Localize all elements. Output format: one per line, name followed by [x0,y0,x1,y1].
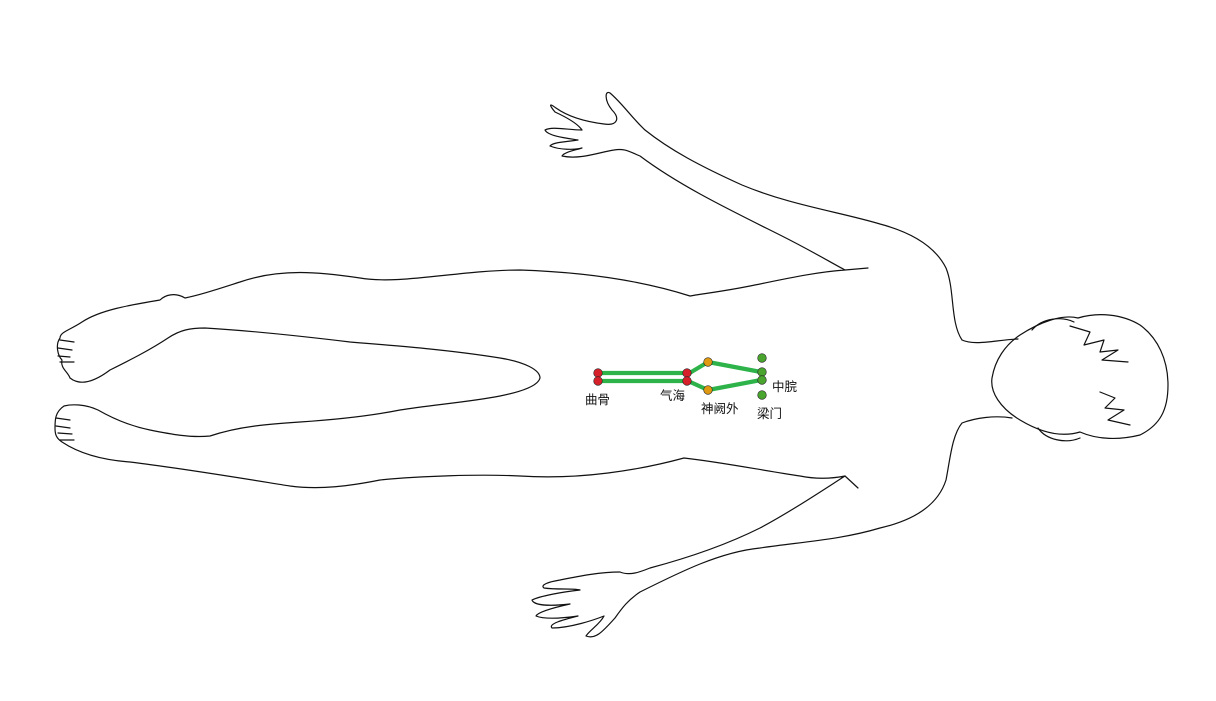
qugu-point[interactable] [593,376,603,386]
liangmen-label: 梁门 [757,406,782,421]
zhongwan-point[interactable] [757,375,767,385]
acupoint-labels: 曲骨 气海 神阙外 中脘 梁门 [585,379,798,421]
head-outline [991,314,1169,439]
toes-outline [55,339,75,441]
liangmen-point[interactable] [757,390,767,400]
meridian-line [705,359,764,375]
body-outline [54,91,1169,638]
shenque-wai-label: 神阙外 [701,401,739,416]
zhongwan-label: 中脘 [772,379,798,394]
shenque-wai-point[interactable] [703,385,713,395]
zhongwan-point[interactable] [757,353,767,363]
meridian-lines [595,359,764,393]
hair-outline [1069,325,1131,426]
qihai-point[interactable] [682,376,692,386]
upper-outline [54,91,1019,638]
qugu-point[interactable] [593,368,603,378]
arm-lines [844,267,869,489]
shenque-wai-point[interactable] [703,357,713,367]
zhongwan-point[interactable] [757,367,767,377]
qihai-label: 气海 [660,388,686,403]
ear-outline [1031,318,1081,442]
acupoint-markers [593,353,767,400]
qihai-point[interactable] [682,368,692,378]
qugu-label: 曲骨 [585,392,610,407]
meridian-line [705,377,764,393]
